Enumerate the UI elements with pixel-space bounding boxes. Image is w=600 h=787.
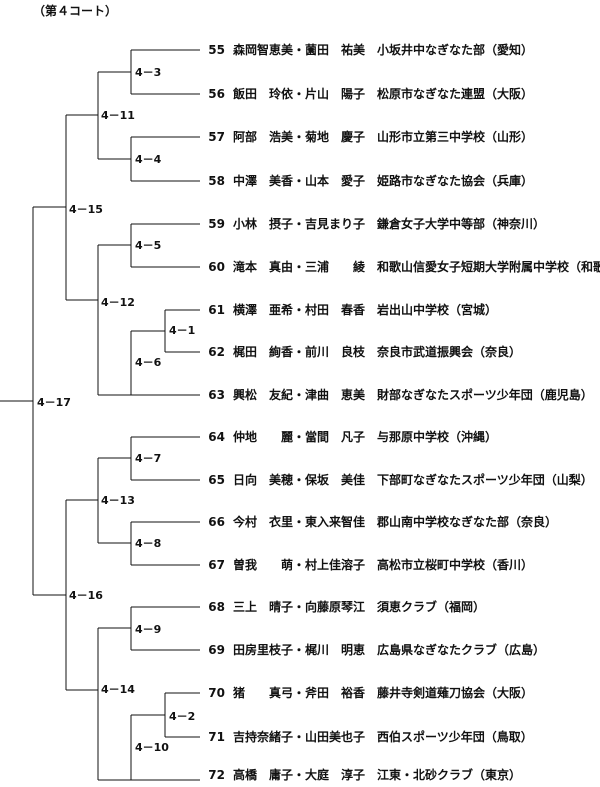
match-label-4-8: 4－8 [135,537,162,550]
match-label-4-4: 4－4 [135,153,162,166]
entry-number: 71 [208,730,225,744]
entry-team: 藤井寺剣道薙刀協会（大阪） [377,686,534,700]
entry-players: 飯田 玲依・片山 陽子 [233,87,366,101]
entry-players: 森岡智恵美・薗田 祐美 [233,43,366,57]
entry-team: 山形市立第三中学校（山形） [377,130,534,144]
entry-players: 横澤 亜希・村田 春香 [233,303,366,317]
match-label-4-13: 4－13 [101,494,135,507]
entry-team: 西伯スポーツ少年団（鳥取） [377,730,533,744]
match-label-4-10: 4－10 [135,741,169,754]
entry-number: 58 [208,174,225,188]
entry-players: 田房里枝子・梶川 明恵 [233,643,366,657]
entry-number: 56 [208,87,225,101]
match-label-4-2: 4－2 [169,710,196,723]
match-label-4-5: 4－5 [135,239,162,252]
entry-players: 阿部 浩美・菊地 慶子 [233,130,366,144]
entry-number: 67 [208,558,225,572]
entry-players: 興松 友紀・津曲 恵美 [233,388,366,402]
entry-team: 松原市なぎなた連盟（大阪） [377,87,534,101]
entry-number: 61 [208,303,225,317]
entry-number: 72 [208,768,225,782]
entry-players: 今村 衣里・東入来智佳 [233,515,366,529]
entry-number: 70 [208,686,225,700]
match-label-4-6: 4－6 [135,356,162,369]
entry-team: 与那原中学校（沖縄） [377,430,498,444]
entry-team: 須恵クラブ（福岡） [377,600,486,614]
entry-number: 59 [208,217,225,231]
match-label-4-16: 4－16 [69,589,103,602]
entry-players: 滝本 真由・三浦 綾 [233,260,366,274]
match-label-4-17: 4－17 [37,396,71,409]
entry-players: 中澤 美香・山本 愛子 [233,174,366,188]
entry-players: 猪 真弓・斧田 裕香 [233,686,366,700]
entry-team: 財部なぎなたスポーツ少年団（鹿児島） [377,388,593,402]
match-label-4-15: 4－15 [69,203,103,216]
match-label-4-14: 4－14 [101,683,135,696]
entry-number: 60 [208,260,225,274]
entry-team: 奈良市武道振興会（奈良） [377,345,522,359]
entry-players: 梶田 絢香・前川 良枝 [233,345,366,359]
entry-players: 高橋 庸子・大庭 淳子 [233,768,366,782]
entry-number: 55 [208,43,225,57]
entry-number: 57 [208,130,225,144]
entry-players: 曽我 萌・村上佳溶子 [233,558,366,572]
entry-team: 姫路市なぎなた協会（兵庫） [377,174,534,188]
entry-number: 62 [208,345,225,359]
match-label-4-1: 4－1 [169,324,196,337]
entry-team: 広島県なぎなたクラブ（広島） [377,643,546,657]
entry-number: 64 [208,430,225,444]
entry-number: 65 [208,473,225,487]
match-label-4-3: 4－3 [135,66,162,79]
entry-players: 仲地 麗・當間 凡子 [233,430,366,444]
entry-team: 下部町なぎなたスポーツ少年団（山梨） [377,473,593,487]
entry-players: 三上 晴子・向藤原琴江 [233,600,366,614]
entry-team: 高松市立桜町中学校（香川） [377,558,534,572]
match-label-4-12: 4－12 [101,296,135,309]
match-label-4-9: 4－9 [135,623,162,636]
match-label-4-7: 4－7 [135,452,162,465]
entry-team: 小坂井中なぎなた部（愛知） [377,43,534,57]
entry-team: 和歌山信愛女子短期大学附属中学校（和歌山） [377,260,600,274]
entry-team: 郡山南中学校なぎなた部（奈良） [377,515,558,529]
entry-number: 69 [208,643,225,657]
entry-number: 66 [208,515,225,529]
entry-players: 吉持奈緒子・山田美也子 [233,730,366,744]
entry-team: 岩出山中学校（宮城） [377,303,498,317]
entry-players: 小林 摂子・吉見まり子 [233,217,366,231]
court-title: （第４コート） [33,4,118,18]
entry-number: 63 [208,388,225,402]
entry-team: 江東・北砂クラブ（東京） [377,768,522,782]
entry-team: 鎌倉女子大学中等部（神奈川） [377,217,546,231]
entry-number: 68 [208,600,225,614]
match-label-4-11: 4－11 [101,109,135,122]
entry-players: 日向 美穂・保坂 美佳 [233,473,366,487]
